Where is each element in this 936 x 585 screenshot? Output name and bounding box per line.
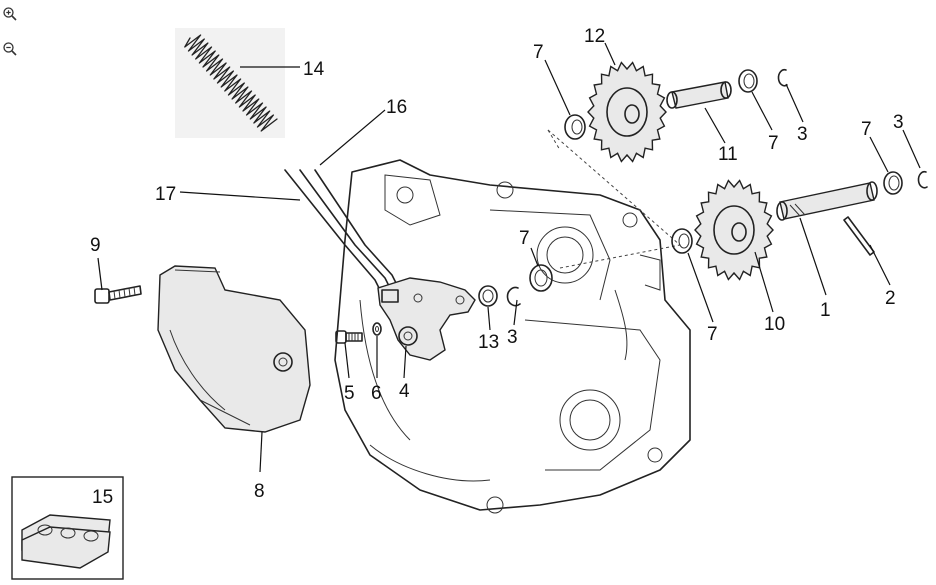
washer-7-lower (671, 228, 693, 254)
callout-16: 16 (386, 97, 407, 118)
crankcase (334, 159, 691, 514)
callout-12: 12 (584, 26, 605, 47)
washer-13 (478, 285, 498, 307)
washer-7-upper-left (564, 114, 586, 140)
shaft-1 (776, 181, 878, 221)
callout-13: 13 (478, 332, 499, 353)
circlip-3-upper (777, 68, 788, 87)
screw-5 (335, 330, 363, 344)
zoom-in-icon[interactable] (2, 6, 18, 22)
callout-7-center: 7 (519, 228, 530, 249)
gear-12 (587, 61, 667, 163)
callout-9: 9 (90, 235, 101, 256)
callout-11: 11 (718, 144, 738, 165)
cover (157, 265, 311, 433)
spring (175, 28, 285, 138)
gear-10 (694, 179, 774, 281)
cables (284, 169, 403, 301)
callout-8: 8 (254, 481, 265, 502)
callout-5: 5 (344, 383, 355, 404)
callout-7-upper-left: 7 (533, 42, 544, 63)
callout-4: 4 (399, 381, 410, 402)
washer-7-upper-right (738, 69, 758, 93)
alignment-lines (547, 129, 681, 269)
callout-14: 14 (303, 59, 325, 80)
zoom-out-icon[interactable] (2, 41, 18, 57)
callout-3-upper: 3 (797, 124, 808, 145)
callout-2: 2 (885, 288, 896, 309)
seal-inset (11, 476, 124, 580)
callout-1: 1 (820, 300, 831, 321)
callout-7-upper-right: 7 (768, 133, 779, 154)
callout-3-center: 3 (507, 327, 518, 348)
callout-7-lower: 7 (707, 324, 718, 345)
callout-15: 15 (92, 487, 113, 508)
washer-7-right (883, 171, 903, 195)
circlip-3-center (506, 286, 521, 307)
callout-10: 10 (764, 314, 785, 335)
callout-3-right: 3 (893, 112, 904, 133)
leader-lines (97, 42, 921, 473)
circlip-3-right (917, 170, 928, 189)
callout-7-right: 7 (861, 119, 872, 140)
pin-11 (666, 81, 732, 109)
callout-labels: 14 16 17 9 8 15 5 6 4 13 3 7 7 12 11 7 3… (90, 26, 904, 508)
washer-6 (372, 322, 382, 336)
callout-6: 6 (371, 383, 382, 404)
washer-7-center (529, 264, 553, 292)
oil-pump (377, 277, 476, 361)
callout-17: 17 (155, 184, 176, 205)
pin-2 (843, 216, 875, 256)
